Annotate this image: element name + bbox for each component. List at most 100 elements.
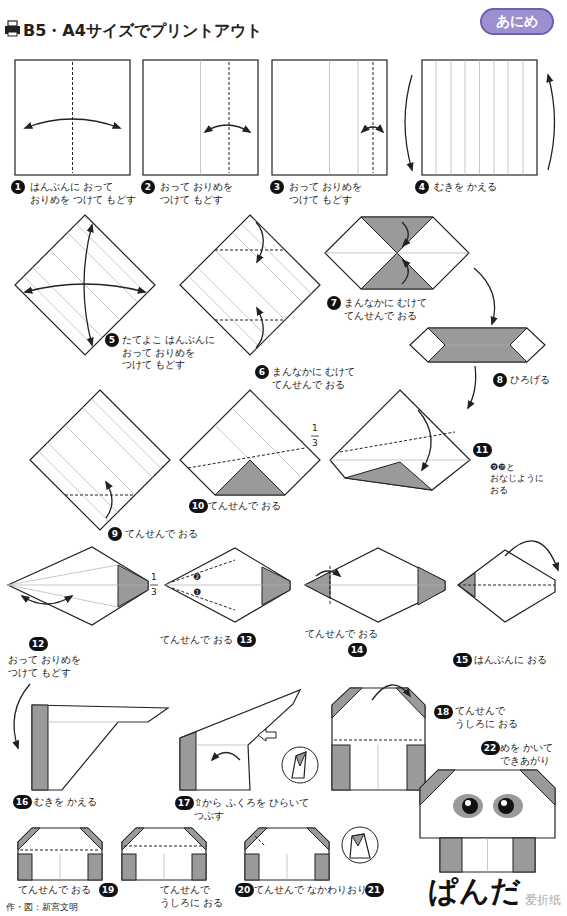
step4-figure bbox=[436, 60, 437, 175]
step-instruction: てんせんで おる bbox=[160, 634, 233, 647]
category-badge: あにめ bbox=[480, 8, 554, 35]
step8-figure bbox=[410, 328, 545, 408]
step-number: 21 bbox=[365, 883, 384, 897]
step-instruction: むきを かえる bbox=[34, 796, 97, 809]
step21-figure bbox=[350, 834, 370, 858]
step-instruction: はんぶんに おって おりめを つけて もどす bbox=[30, 181, 150, 206]
step-number-text: 11 bbox=[476, 446, 489, 455]
step13-figure bbox=[165, 585, 290, 586]
step10-figure bbox=[215, 425, 285, 495]
step-number-text: 19 bbox=[102, 886, 115, 895]
step22-figure bbox=[462, 798, 478, 814]
step-instruction: まんなかに むけて てんせんで おる bbox=[344, 297, 439, 322]
watermark: 爱折纸 bbox=[525, 893, 561, 908]
step17-figure bbox=[296, 752, 306, 766]
step7-figure bbox=[325, 217, 469, 289]
step15-figure bbox=[458, 585, 555, 586]
step4-figure bbox=[405, 75, 412, 170]
step-number-text: 5 bbox=[109, 336, 115, 345]
step4-figure bbox=[494, 60, 495, 175]
step-instruction: ⇧から ふくろを ひらいて つぶす bbox=[194, 797, 309, 822]
step12-figure bbox=[8, 547, 148, 625]
step19-figure bbox=[18, 828, 102, 880]
step1-figure bbox=[72, 62, 73, 173]
fraction-digit: 1 bbox=[312, 423, 318, 434]
step7-figure bbox=[474, 268, 495, 324]
step18-figure bbox=[407, 745, 425, 790]
step-number: 7 bbox=[327, 296, 341, 310]
step-instruction: てんせんで おる bbox=[208, 500, 281, 513]
printer-icon bbox=[8, 32, 17, 36]
step10-figure bbox=[188, 448, 305, 468]
step-instruction: めを かいて できあがり bbox=[500, 742, 558, 767]
step5-figure bbox=[84, 225, 92, 345]
step-number: 6 bbox=[255, 365, 269, 379]
step14-figure bbox=[305, 548, 445, 622]
step21-figure bbox=[245, 827, 378, 880]
step-number-text: 9 bbox=[112, 530, 118, 539]
step2-figure bbox=[229, 62, 230, 173]
step-number-text: 17 bbox=[178, 799, 191, 808]
step-number-text: 4 bbox=[419, 183, 425, 192]
step-instruction: ひろげる bbox=[510, 374, 550, 387]
step18-figure bbox=[332, 745, 350, 790]
step3-figure bbox=[362, 127, 383, 132]
step4-figure bbox=[508, 60, 509, 175]
step-number: 1 bbox=[11, 180, 25, 194]
step-instruction: てんせんで うしろに おる bbox=[455, 705, 537, 730]
step-number-text: 6 bbox=[259, 368, 265, 377]
step22-figure bbox=[513, 838, 535, 872]
step2-figure bbox=[143, 60, 258, 175]
step-number: 22 bbox=[481, 741, 500, 755]
step11-figure bbox=[345, 462, 432, 490]
step14-figure bbox=[418, 567, 445, 605]
step12-figure bbox=[150, 585, 158, 586]
printer-icon bbox=[5, 21, 20, 36]
step9-figure bbox=[30, 390, 170, 530]
step16-figure bbox=[14, 684, 168, 790]
step7-figure bbox=[402, 222, 408, 246]
step3-figure bbox=[272, 60, 387, 175]
step4-figure bbox=[479, 60, 480, 175]
step-number-text: 15 bbox=[456, 656, 469, 665]
step16-figure bbox=[32, 705, 168, 790]
step18-figure bbox=[372, 685, 410, 700]
step-instruction: ❾❿と おなじように おる bbox=[490, 462, 552, 496]
step19-figure bbox=[20, 850, 100, 851]
step-instruction: まんなかに むけて てんせんで おる bbox=[272, 366, 367, 391]
step21-figure bbox=[245, 828, 329, 880]
step17-figure bbox=[292, 752, 306, 778]
step13-figure bbox=[165, 548, 290, 622]
step17-figure bbox=[180, 690, 318, 790]
step21-figure bbox=[342, 827, 378, 863]
step17-figure bbox=[180, 690, 300, 790]
step17-figure bbox=[282, 747, 318, 783]
step7-figure bbox=[402, 260, 408, 284]
step3-figure bbox=[329, 60, 330, 175]
step8-figure bbox=[468, 366, 476, 408]
step-instruction: てんせんで おる bbox=[305, 628, 378, 641]
step1-figure bbox=[25, 119, 120, 128]
step15-figure bbox=[458, 541, 558, 622]
step1-figure bbox=[15, 60, 130, 175]
step-number: 15 bbox=[453, 653, 472, 667]
step1-figure bbox=[15, 60, 130, 175]
step-number: 3 bbox=[270, 180, 284, 194]
step11-figure bbox=[418, 410, 431, 470]
step8-figure bbox=[428, 328, 527, 362]
step19-figure bbox=[18, 828, 102, 880]
step16-figure bbox=[14, 684, 30, 748]
step-number: 9 bbox=[108, 527, 122, 541]
step14-figure bbox=[305, 585, 445, 586]
step17-figure bbox=[196, 745, 248, 746]
step12-figure bbox=[8, 565, 118, 585]
printer-icon bbox=[8, 21, 17, 26]
step-instruction: むきを かえる bbox=[434, 181, 497, 194]
step-number: 13 bbox=[237, 633, 256, 647]
step-number-text: 1 bbox=[15, 183, 21, 192]
step22-figure bbox=[487, 838, 488, 872]
step4-figure bbox=[523, 60, 524, 175]
step22-figure bbox=[465, 800, 471, 806]
step3-figure bbox=[272, 60, 387, 175]
